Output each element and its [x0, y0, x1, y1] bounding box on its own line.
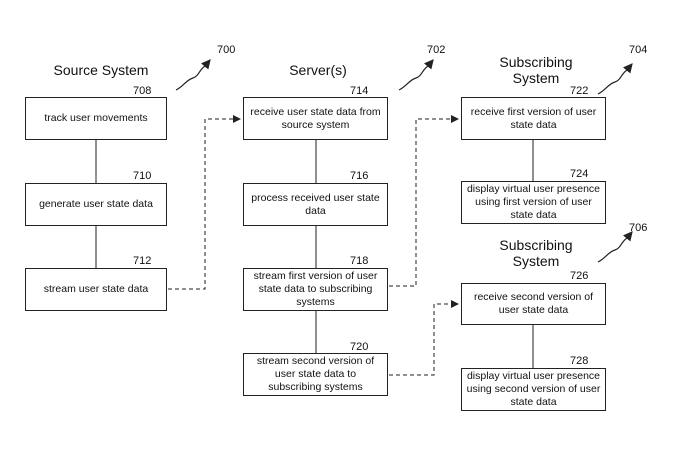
box-728-text: display virtual user presence using seco…	[466, 370, 601, 408]
ref-704: 704	[629, 44, 648, 56]
box-display-virtual-presence-second: display virtual user presence using seco…	[461, 368, 606, 411]
squiggle-700	[175, 59, 211, 91]
ref-722: 722	[570, 85, 589, 97]
box-stream-first-version: stream first version of user state data …	[243, 268, 388, 311]
box-708-text: track user movements	[44, 112, 148, 124]
ref-700: 700	[217, 44, 236, 56]
box-display-virtual-presence-first: display virtual user presence using firs…	[461, 181, 606, 224]
box-726-text: receive second version of user state dat…	[473, 291, 594, 316]
box-process-received-user-state-data: process received user state data	[243, 183, 388, 226]
ref-716: 716	[350, 170, 369, 182]
dashed-arrow-712-714	[168, 115, 241, 290]
ref-706: 706	[629, 222, 648, 234]
box-724-text: display virtual user presence using firs…	[466, 183, 601, 221]
dashed-arrow-718-722	[389, 115, 459, 287]
box-receive-first-version: receive first version of user state data	[461, 97, 606, 140]
box-stream-second-version: stream second version of user state data…	[243, 353, 388, 396]
squiggle-706	[597, 231, 633, 263]
ref-702: 702	[427, 44, 446, 56]
ref-724: 724	[570, 168, 589, 180]
box-receive-second-version: receive second version of user state dat…	[461, 283, 606, 325]
box-712-text: stream user state data	[43, 283, 149, 295]
ref-714: 714	[350, 85, 369, 97]
box-716-text: process received user state data	[251, 191, 380, 217]
source-system-title: Source System	[53, 62, 149, 78]
box-722-text: receive first version of user state data	[470, 105, 597, 131]
subscribing-system-2-title: Subscribing System	[499, 237, 573, 269]
ref-718: 718	[350, 255, 369, 267]
servers-title: Server(s)	[289, 62, 347, 78]
ref-726: 726	[570, 270, 589, 282]
box-714-text: receive user state data from source syst…	[250, 105, 381, 131]
squiggle-704	[597, 63, 633, 95]
subscribing-system-1-title: Subscribing System	[499, 54, 573, 86]
box-generate-user-state-data: generate user state data	[25, 183, 167, 226]
dashed-arrow-720-726	[389, 300, 459, 376]
ref-720: 720	[350, 341, 369, 353]
box-track-user-movements: track user movements	[25, 97, 167, 140]
box-receive-user-state-data: receive user state data from source syst…	[243, 97, 388, 140]
box-720-text: stream second version of user state data…	[256, 355, 375, 393]
ref-712: 712	[133, 255, 152, 267]
box-718-text: stream first version of user state data …	[253, 270, 378, 308]
ref-728: 728	[570, 355, 589, 367]
ref-708: 708	[133, 85, 152, 97]
ref-710: 710	[133, 170, 152, 182]
squiggle-702	[398, 59, 434, 91]
box-stream-user-state-data: stream user state data	[25, 268, 167, 311]
box-710-text: generate user state data	[39, 198, 153, 210]
